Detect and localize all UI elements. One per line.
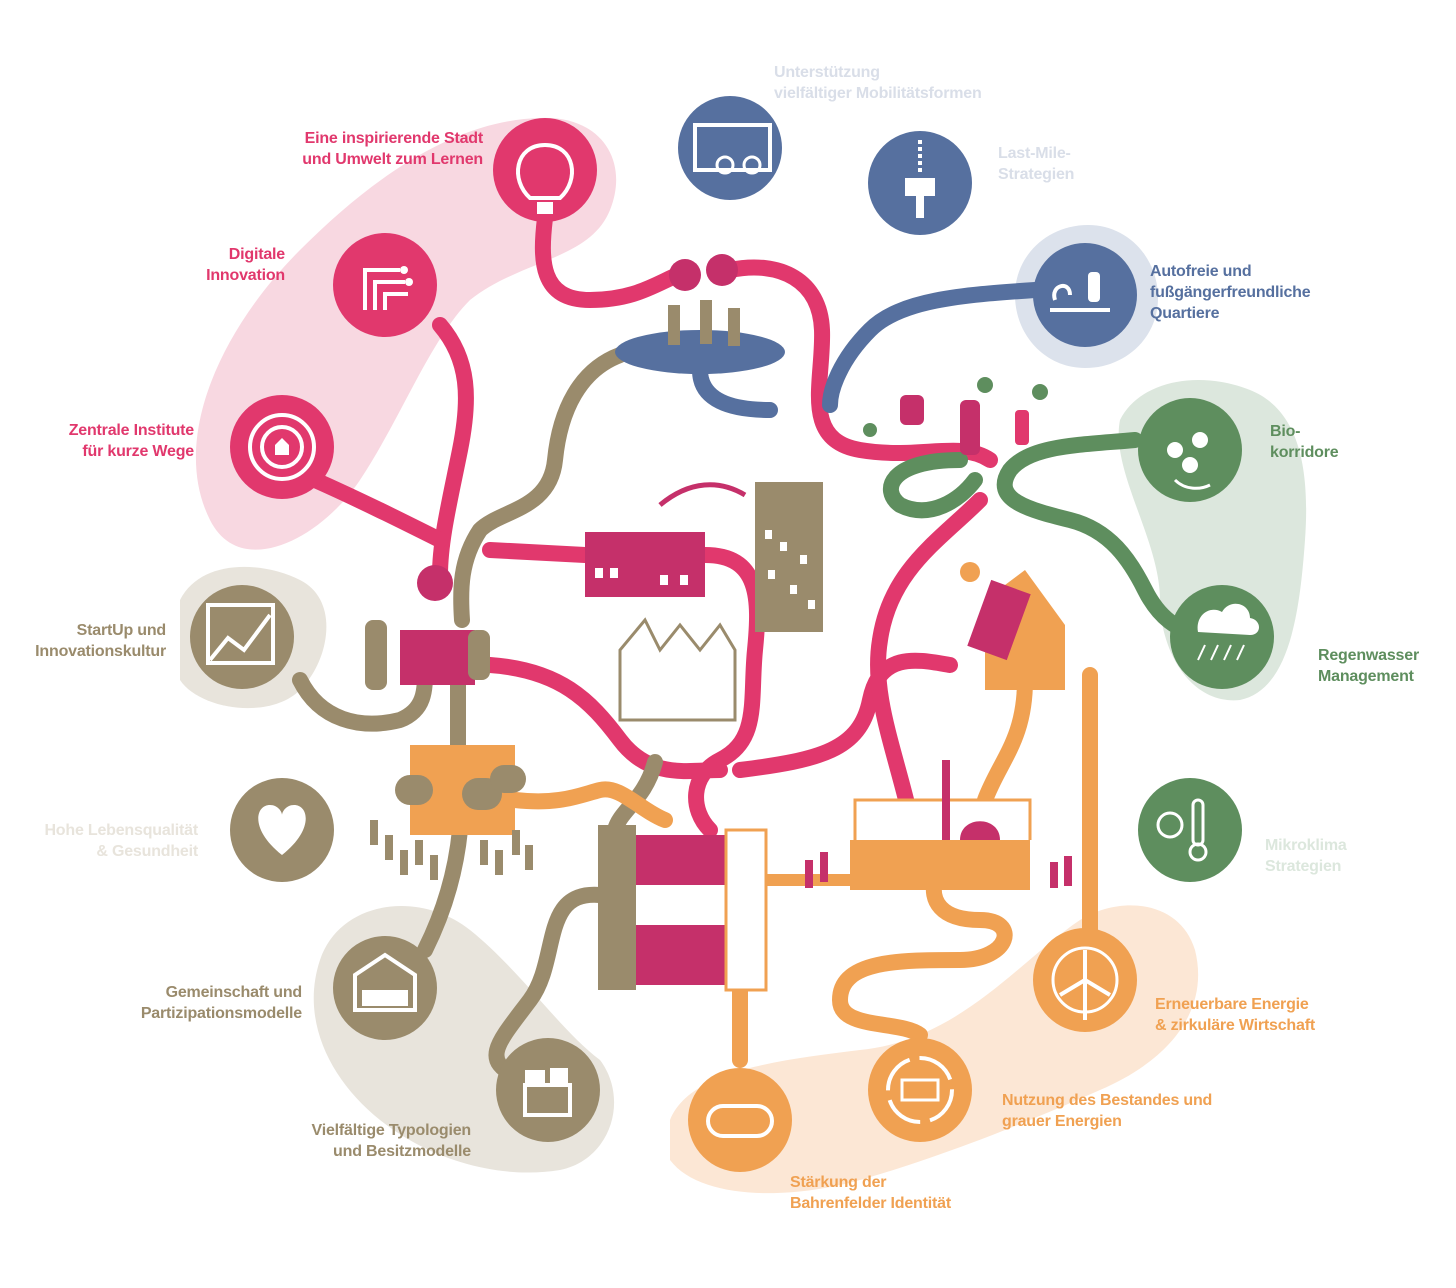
pink-path-right-down bbox=[732, 652, 958, 778]
tree-arrows-icon bbox=[1138, 398, 1242, 502]
circuit-icon bbox=[333, 233, 437, 337]
label-identity: Stärkung der Bahrenfelder Identität bbox=[790, 1174, 951, 1212]
magenta-block-top bbox=[636, 835, 726, 885]
connector-paths bbox=[292, 210, 1198, 1083]
community-house-icon bbox=[333, 936, 437, 1040]
tree-top bbox=[706, 254, 738, 286]
factory bbox=[850, 840, 1030, 890]
tower-windows bbox=[765, 530, 815, 609]
label-mobility: Unterstützung vielfältiger Mobilitätsfor… bbox=[774, 64, 982, 102]
label-community: Gemeinschaft und Partizipationsmodelle bbox=[140, 984, 302, 1022]
zigzag-houses bbox=[618, 617, 737, 722]
label-startup: StartUp und Innovationskultur bbox=[35, 622, 166, 660]
label-quality-of-life: Hohe Lebensqualität & Gesundheit bbox=[44, 822, 198, 860]
gardener bbox=[900, 395, 924, 425]
speech-bubble bbox=[490, 765, 526, 793]
olive-block bbox=[598, 825, 636, 990]
recycle-bricks-icon bbox=[868, 1038, 972, 1142]
typology-blocks-icon bbox=[496, 1038, 600, 1142]
orange-path-factory bbox=[977, 672, 1033, 808]
label-existing-stock: Nutzung des Bestandes und grauer Energie… bbox=[1002, 1092, 1213, 1130]
window bbox=[680, 575, 688, 585]
bike-truck-icon bbox=[678, 96, 782, 200]
blue-path-pond bbox=[692, 362, 778, 418]
label-car-free: Autofreie und fußgängerfreundliche Quart… bbox=[1150, 263, 1311, 322]
plant bbox=[863, 423, 877, 437]
pink-path-institute bbox=[307, 472, 448, 548]
person bbox=[668, 305, 680, 345]
olive-path-community bbox=[417, 822, 468, 958]
lightbulb-icon bbox=[493, 118, 597, 222]
pedestrian-path-icon bbox=[1033, 243, 1137, 347]
pink-path-top-loop bbox=[722, 259, 998, 468]
chart-icon bbox=[190, 585, 294, 689]
dome bbox=[960, 821, 1000, 840]
label-biocorridors: Bio- korridore bbox=[1270, 423, 1339, 461]
pink-path-vertical bbox=[870, 492, 988, 848]
icon-circles bbox=[190, 96, 1274, 1172]
window bbox=[660, 575, 668, 585]
chimney bbox=[942, 760, 950, 840]
crowd bbox=[370, 820, 533, 880]
wind-turbine-icon bbox=[1033, 928, 1137, 1032]
researcher bbox=[468, 630, 490, 680]
label-renewable-energy: Erneuerbare Energie & zirkuläre Wirtscha… bbox=[1155, 996, 1315, 1034]
gardener bbox=[1015, 410, 1029, 445]
person bbox=[700, 300, 712, 344]
pink-path-lightbulb bbox=[534, 210, 698, 308]
label-microclimate: Mikroklima Strategien bbox=[1265, 837, 1347, 875]
olive-path-typology bbox=[488, 886, 608, 1083]
house-target-icon bbox=[230, 395, 334, 499]
central-illustration bbox=[365, 254, 1072, 992]
plant bbox=[1032, 384, 1048, 400]
orange-path-recycle bbox=[832, 872, 1013, 1043]
label-rainwater: Regenwasser Management bbox=[1318, 647, 1419, 685]
orange-path-center bbox=[507, 781, 673, 828]
rain-cloud-icon bbox=[1170, 585, 1274, 689]
olive-path-startup bbox=[292, 662, 433, 732]
heart-icon bbox=[230, 778, 334, 882]
solar-panel bbox=[967, 579, 1031, 661]
loop-track-icon bbox=[688, 1068, 792, 1172]
exchange-arrow bbox=[658, 482, 747, 507]
green-path-bio bbox=[996, 432, 1198, 638]
label-digital-innovation: Digitale Innovation bbox=[206, 246, 285, 284]
pond bbox=[615, 330, 785, 374]
pink-path-left-down bbox=[482, 657, 728, 780]
visitors bbox=[805, 852, 1072, 888]
speech-bubble bbox=[395, 775, 433, 805]
tree-top bbox=[669, 259, 701, 291]
olive-path-pond bbox=[453, 347, 628, 628]
sun bbox=[960, 562, 980, 582]
sun-thermometer-icon bbox=[1138, 778, 1242, 882]
label-central-institutes: Zentrale Institute für kurze Wege bbox=[68, 422, 195, 460]
plant bbox=[977, 377, 993, 393]
window bbox=[595, 568, 603, 578]
label-inspiring-city: Eine inspirierende Stadt und Umwelt zum … bbox=[302, 130, 483, 168]
pink-path-center-top bbox=[482, 542, 593, 563]
last-mile-icon bbox=[868, 131, 972, 235]
pink-path-center-loop bbox=[688, 547, 766, 838]
magenta-block-bottom bbox=[636, 925, 726, 985]
window bbox=[610, 568, 618, 578]
lab-building bbox=[400, 630, 475, 685]
blue-path-pedestrian bbox=[822, 282, 1043, 413]
person bbox=[728, 308, 740, 346]
magenta-building bbox=[585, 532, 705, 597]
label-last-mile: Last-Mile- Strategien bbox=[998, 145, 1075, 183]
gardener bbox=[960, 400, 980, 455]
olive-tower bbox=[755, 482, 823, 632]
researcher bbox=[365, 620, 387, 690]
label-typologies: Vielfältige Typologien und Besitzmodelle bbox=[311, 1122, 472, 1160]
green-path-loop bbox=[883, 452, 983, 519]
globe bbox=[417, 565, 453, 601]
orange-block bbox=[724, 828, 768, 992]
